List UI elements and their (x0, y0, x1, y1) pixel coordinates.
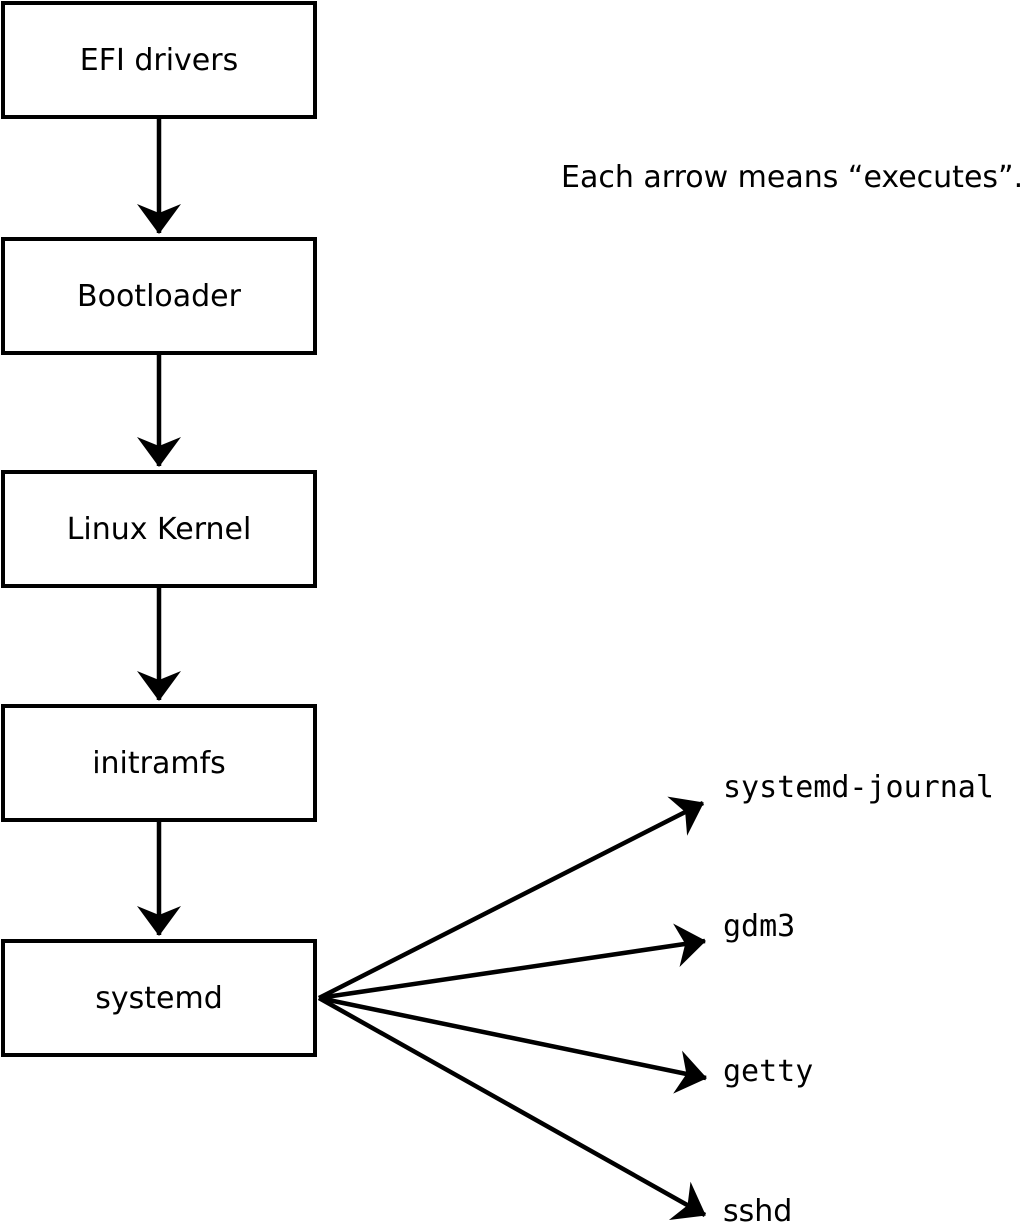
node-bootloader: Bootloader (1, 237, 317, 355)
node-initramfs-label: initramfs (92, 745, 226, 781)
node-systemd: systemd (1, 939, 317, 1057)
node-bootloader-label: Bootloader (77, 278, 241, 314)
arrow-systemd-to-getty (318, 995, 707, 1094)
arrow-systemd-to-systemd-journal (317, 796, 705, 1001)
target-label-gdm3: gdm3 (723, 909, 796, 944)
node-systemd-label: systemd (95, 980, 223, 1016)
arrow-systemd-to-gdm3 (318, 923, 706, 1001)
node-linux-kernel: Linux Kernel (1, 470, 317, 588)
arrow-systemd-to-sshd (317, 996, 707, 1220)
node-linux-kernel-label: Linux Kernel (66, 511, 252, 547)
target-label-getty: getty (723, 1054, 814, 1089)
node-efi-drivers-label: EFI drivers (79, 42, 239, 78)
target-label-sshd: sshd (723, 1194, 793, 1229)
node-efi-drivers: EFI drivers (1, 1, 317, 119)
target-label-systemd-journal: systemd-journal (723, 770, 994, 805)
node-initramfs: initramfs (1, 704, 317, 822)
arrow-meaning-annotation: Each arrow means “executes”. (561, 160, 1023, 195)
